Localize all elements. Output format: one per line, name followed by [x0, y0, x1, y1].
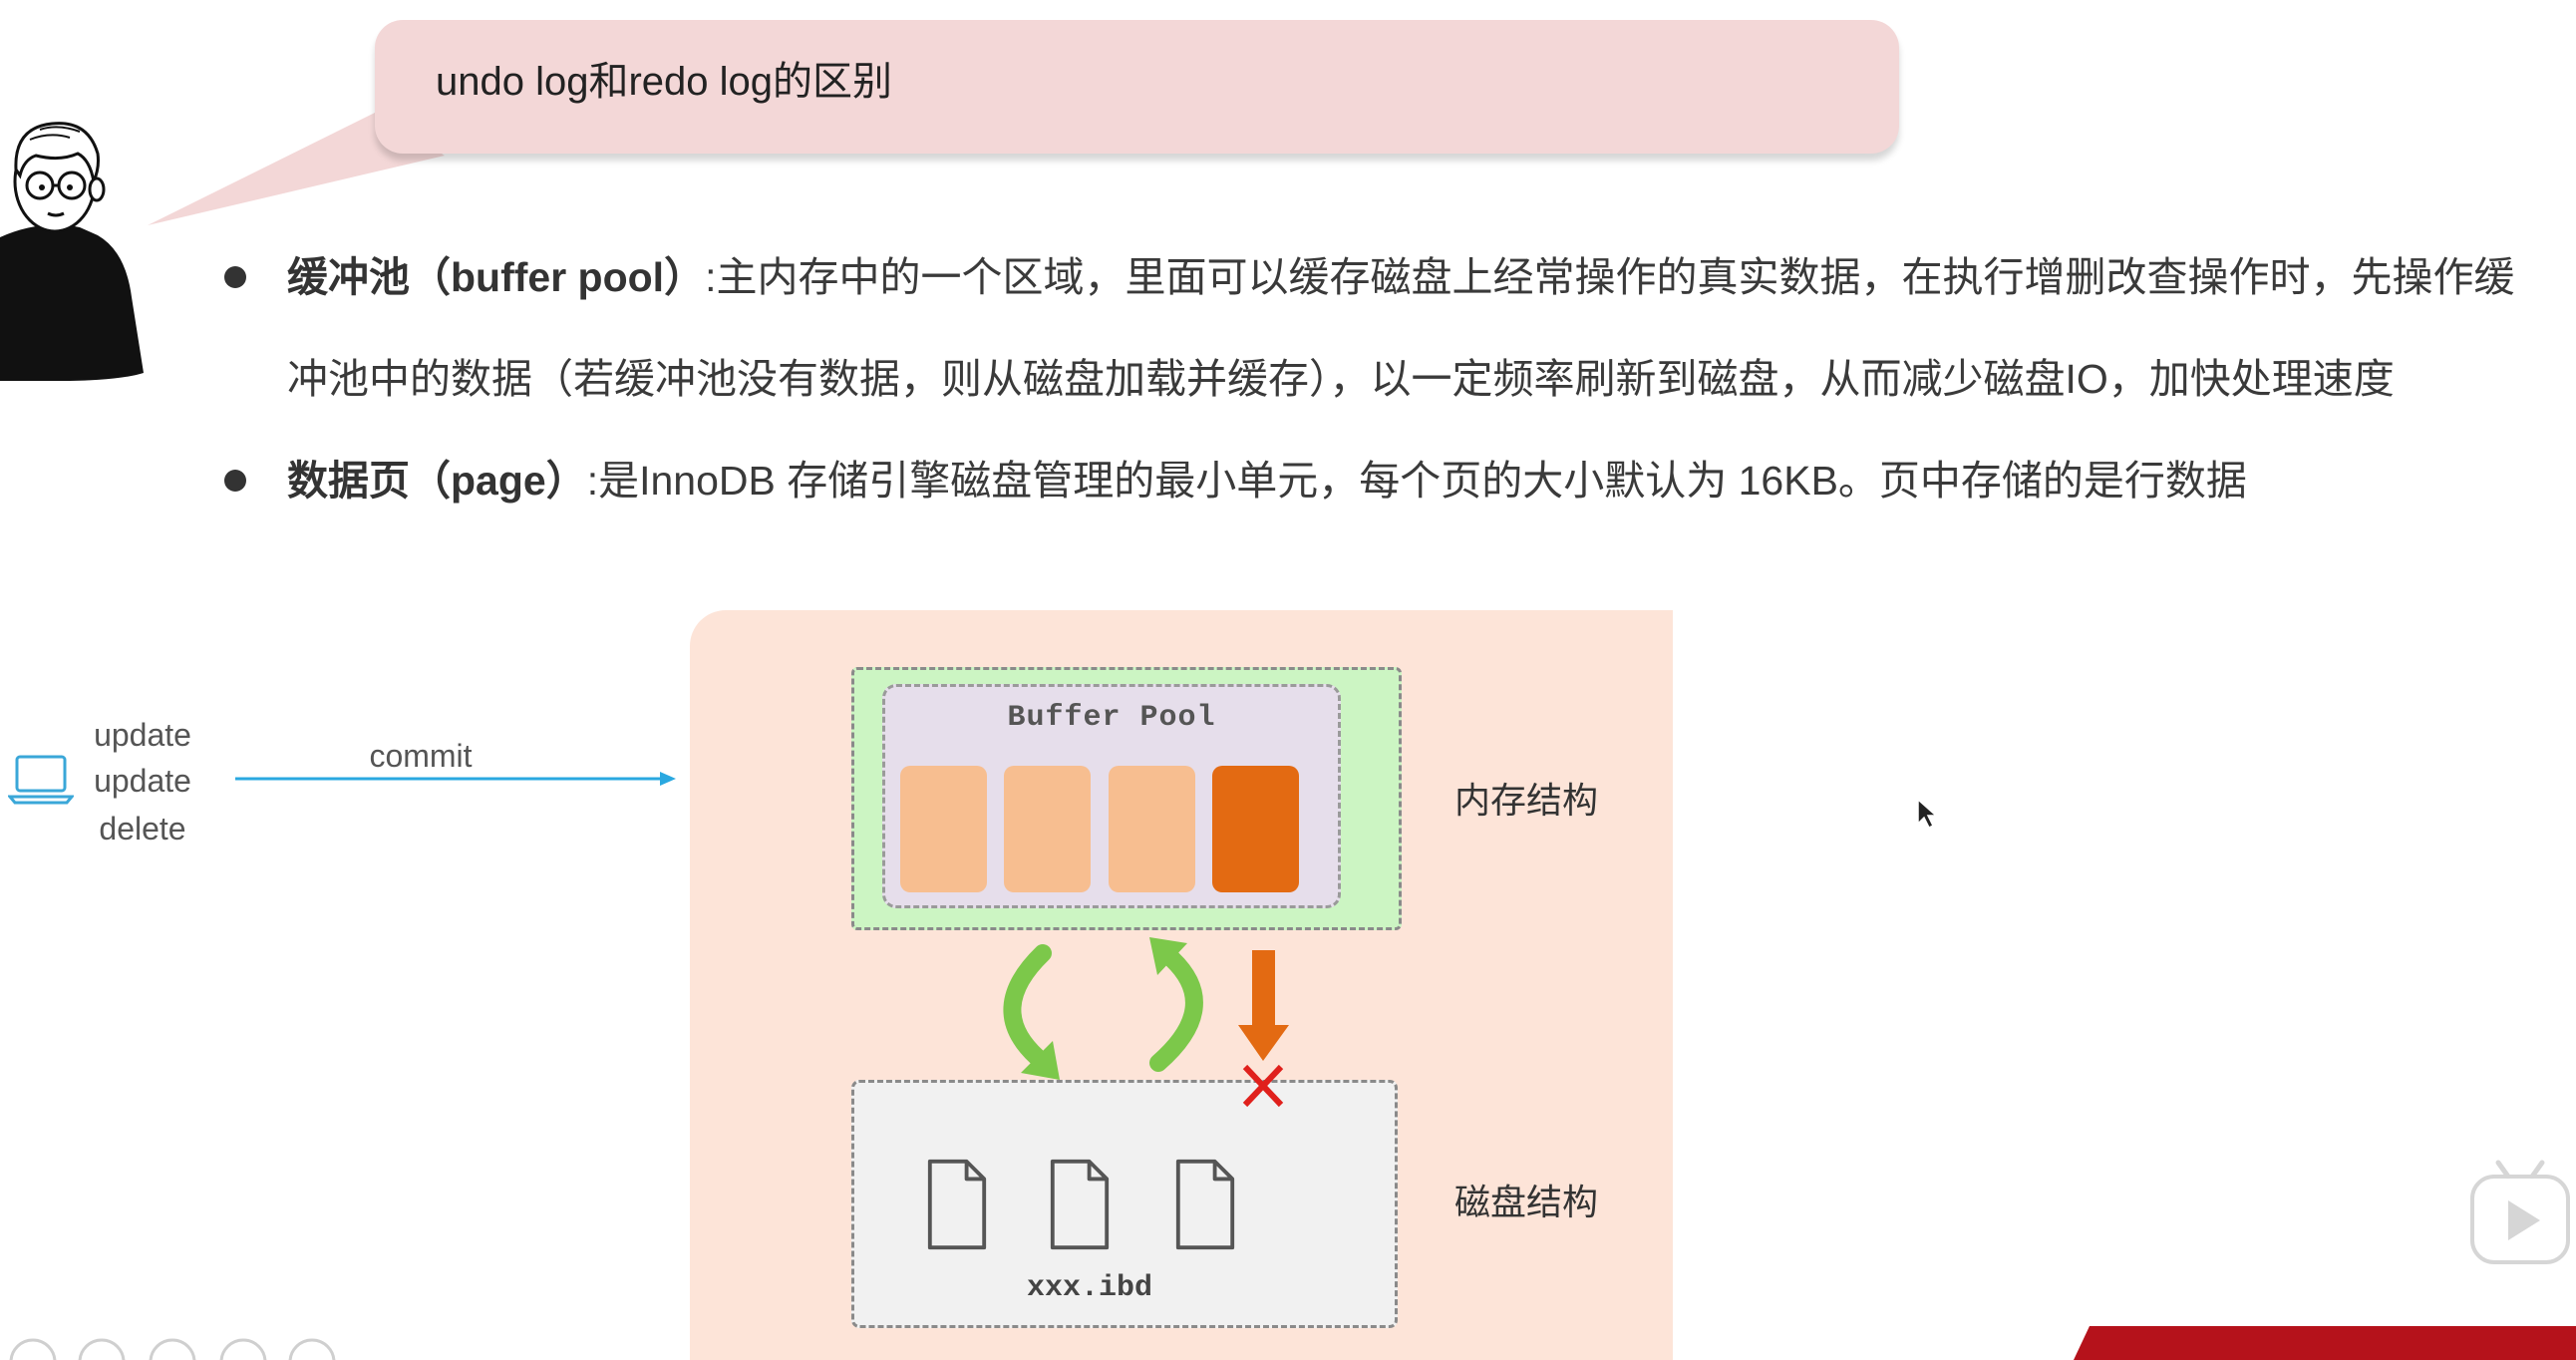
- player-control-icon[interactable]: [288, 1338, 336, 1360]
- arrow-down-icon: [1238, 950, 1289, 1061]
- file-icon: [927, 1159, 987, 1250]
- buffer-pool-label: Buffer Pool: [1007, 701, 1216, 735]
- bullet-text: 缓冲池（buffer pool）:主内存中的一个区域，里面可以缓存磁盘上经常操作…: [287, 226, 2552, 430]
- bullet-term: 缓冲池（buffer pool）: [287, 254, 706, 300]
- page-block: [1212, 766, 1299, 892]
- operation-label: update: [94, 717, 191, 753]
- disk-region: [851, 1080, 1398, 1328]
- cross-icon: [1242, 1064, 1284, 1108]
- speech-bubble: undo log和redo log的区别: [375, 20, 1899, 154]
- bullet-dot: [224, 266, 246, 288]
- watermark-banner: [2074, 1326, 2576, 1360]
- player-control-icon[interactable]: [9, 1338, 57, 1360]
- memory-structure-label: 内存结构: [1454, 780, 1599, 821]
- commit-label: commit: [369, 738, 473, 774]
- mouse-cursor-icon: [1917, 798, 1938, 830]
- bullet-term: 数据页（page）: [287, 458, 587, 504]
- player-controls: [9, 1338, 336, 1360]
- bullet-dot: [224, 470, 246, 492]
- bullet-description: :主内存中的一个区域，里面可以缓存磁盘上经常操作的真实数据，在执行增删改查操作时…: [287, 254, 2515, 402]
- disk-structure-label: 磁盘结构: [1454, 1182, 1599, 1222]
- bullet-item-page: 数据页（page）:是InnoDB 存储引擎磁盘管理的最小单元，每个页的大小默认…: [0, 430, 2576, 531]
- file-icon: [1050, 1159, 1110, 1250]
- player-control-icon[interactable]: [219, 1338, 267, 1360]
- bullet-list: 缓冲池（buffer pool）:主内存中的一个区域，里面可以缓存磁盘上经常操作…: [0, 226, 2576, 531]
- player-control-icon[interactable]: [78, 1338, 126, 1360]
- speech-bubble-tail: [148, 112, 445, 225]
- bullet-item-buffer-pool: 缓冲池（buffer pool）:主内存中的一个区域，里面可以缓存磁盘上经常操作…: [0, 226, 2576, 430]
- bullet-text: 数据页（page）:是InnoDB 存储引擎磁盘管理的最小单元，每个页的大小默认…: [287, 430, 2552, 531]
- sync-arrows-group: [1003, 937, 1289, 1108]
- slide-title: undo log和redo log的区别: [436, 60, 893, 104]
- presenter-avatar: [0, 122, 144, 381]
- refresh-arrows-icon: [1003, 937, 1203, 1080]
- laptop-icon: [8, 755, 74, 805]
- operation-label: delete: [99, 811, 186, 847]
- player-control-icon[interactable]: [149, 1338, 196, 1360]
- page-block: [1109, 766, 1195, 892]
- file-label: xxx.ibd: [1026, 1271, 1153, 1305]
- operation-label: update: [94, 763, 191, 799]
- page-block: [900, 766, 987, 892]
- bilibili-play-icon[interactable]: [2468, 1157, 2572, 1268]
- file-icon: [1175, 1159, 1235, 1250]
- page-block: [1004, 766, 1091, 892]
- commit-arrow: [235, 772, 676, 786]
- bullet-description: :是InnoDB 存储引擎磁盘管理的最小单元，每个页的大小默认为 16KB。页中…: [586, 458, 2247, 504]
